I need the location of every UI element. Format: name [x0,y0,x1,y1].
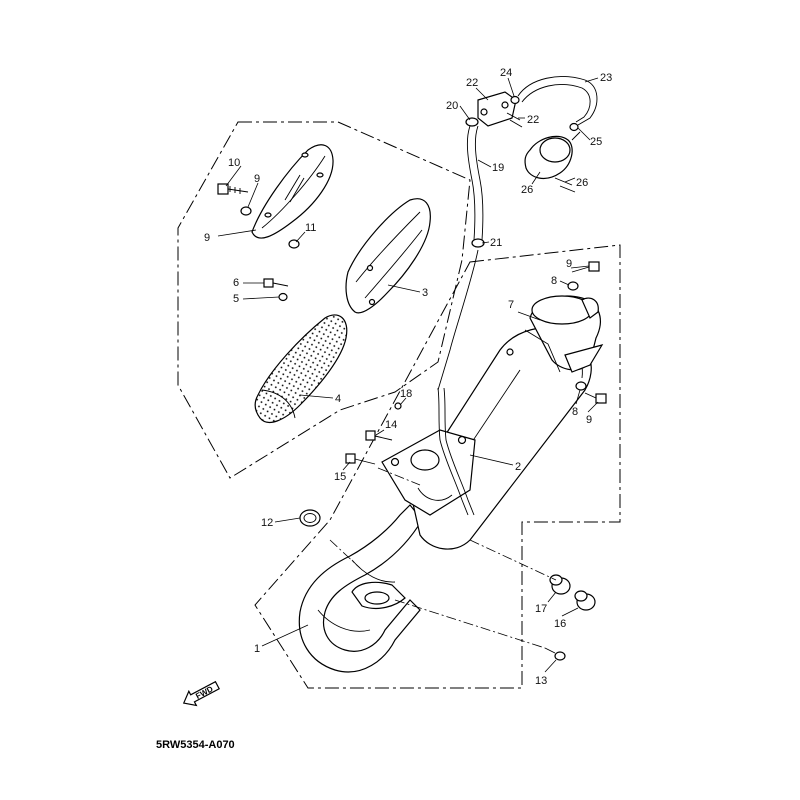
callout-17: 15 [334,471,346,483]
bolt-9-upper [571,261,600,273]
heat-shield-small [251,144,334,239]
callout-27: 26 [521,184,533,196]
callout-4: 4 [335,393,341,405]
muffler-group-boundary [254,244,621,689]
callout-12: 10 [228,157,240,169]
callout-18: 16 [554,618,566,630]
callout-23: 22 [466,77,478,89]
callout-6: 6 [233,277,239,289]
muffler [381,327,592,550]
assembly-line-stud [394,599,546,649]
callout-8-upper: 8 [551,275,557,287]
callout-16: 14 [385,419,397,431]
stud-15 [544,647,566,661]
callout-14: 12 [261,517,273,529]
heat-shield-mesh [254,314,348,423]
washer-8-lower [575,381,587,391]
drawing-code: 5RW5354-A070 [156,739,235,751]
assembly-line-collar [469,539,557,581]
air-hose-21 [437,125,484,391]
reed-valve-23 [477,91,517,127]
washer-13 [288,239,300,249]
callout-26-upper: 24 [500,67,512,79]
callout-13: 11 [305,222,316,234]
callout-25: 23 [600,72,612,84]
clip-26-upper [510,95,520,105]
bolt-6 [263,278,289,288]
callout-8-lower: 8 [572,406,578,418]
callout-26-lower: 25 [590,136,602,148]
callout-24: 22 [527,114,539,126]
callout-19: 17 [535,603,547,615]
callout-9-lower: 9 [586,414,592,426]
exhaust-header-pipe [298,504,423,673]
callout-28: 26 [576,177,588,189]
screw-28 [554,177,576,193]
nut-20 [394,402,402,410]
heat-shield-upper [345,198,431,314]
callout-22-upper: 20 [446,100,458,112]
washer-8-upper [567,281,579,291]
assembly-line-muffler [377,467,421,486]
leader-lines [217,77,599,673]
callout-1: 1 [254,643,260,655]
callout-3: 3 [422,287,428,299]
fwd-arrow-icon: FWD [182,680,220,707]
bolt-17 [345,453,376,465]
washer-5 [278,292,288,302]
callout-20: 18 [400,388,412,400]
air-pipe [437,387,469,516]
gasket-14 [299,509,321,527]
bolt-9-lower [584,392,607,404]
assembly-line-header [329,539,361,569]
hose-25 [517,76,598,126]
washer-11 [240,206,252,216]
clip-22-upper [465,117,479,127]
callout-11: 9 [254,173,260,185]
callout-22-lower: 21 [490,237,502,249]
heat-shield-group-boundary [177,121,471,479]
screw-24 [506,112,523,128]
air-filter-27 [524,131,581,180]
air-pipe-2 [443,387,475,516]
callout-7: 7 [508,299,514,311]
bolt-12 [217,183,249,195]
collar-18 [574,590,596,611]
callout-15: 13 [535,675,547,687]
gasket-14-inner [303,513,317,523]
callout-labels: 10 9 9 11 6 5 3 4 7 8 9 8 9 2 18 14 15 1… [204,67,612,687]
muffler-end-cap [524,295,604,373]
clip-26-lower [569,122,579,132]
callout-5: 5 [233,293,239,305]
callout-10: 9 [204,232,210,244]
callout-21: 19 [492,162,504,174]
callout-2: 2 [515,461,521,473]
callout-9-upper: 9 [566,258,572,270]
collar-19 [549,574,571,595]
bolt-16 [365,430,393,441]
